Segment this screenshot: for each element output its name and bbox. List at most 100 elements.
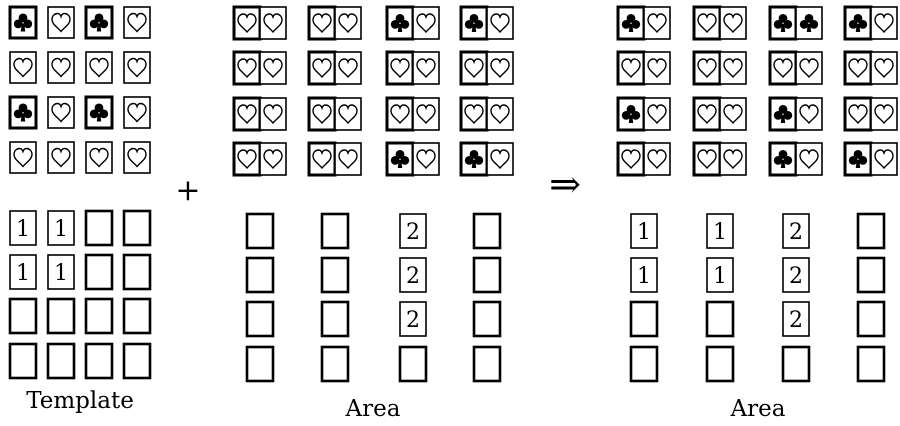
heart-card [795, 142, 823, 176]
club-card [84, 95, 114, 130]
heart-icon [723, 104, 743, 125]
heart-card [692, 141, 722, 177]
heart-card [307, 141, 337, 177]
heart-icon [874, 104, 894, 125]
heart-card [616, 141, 646, 177]
empty-card [856, 256, 886, 294]
heart-card [259, 6, 287, 40]
heart-icon [799, 149, 819, 170]
heart-card [719, 51, 747, 85]
heart-card [412, 51, 440, 85]
empty-card [629, 300, 659, 338]
heart-card [870, 6, 898, 40]
heart-icon [647, 149, 667, 170]
heart-card [385, 50, 415, 86]
heart-icon [416, 13, 436, 34]
club-card [8, 5, 38, 40]
empty-card [122, 209, 152, 247]
empty-card [245, 345, 275, 383]
heart-icon [723, 13, 743, 34]
club-card [843, 5, 873, 41]
heart-card [486, 6, 514, 40]
heart-card [768, 50, 798, 86]
heart-card [85, 51, 113, 84]
heart-card [232, 50, 262, 86]
empty-card [46, 342, 76, 380]
heart-icon [799, 58, 819, 79]
heart-icon [237, 13, 257, 34]
heart-card [719, 142, 747, 176]
empty-card [245, 300, 275, 338]
club-icon [89, 13, 109, 32]
heart-icon [697, 58, 717, 79]
heart-card [692, 96, 722, 132]
heart-icon [263, 149, 283, 170]
implies-arrow: ⇒ [549, 162, 581, 206]
heart-card [843, 96, 873, 132]
heart-card [692, 50, 722, 86]
heart-card [47, 96, 75, 129]
empty-card [856, 300, 886, 338]
empty-card [320, 212, 350, 250]
number-card: 1 [47, 210, 75, 246]
heart-card [795, 97, 823, 131]
heart-icon [490, 149, 510, 170]
empty-card [122, 342, 152, 380]
club-card [768, 141, 798, 177]
heart-card [643, 6, 671, 40]
heart-card [870, 51, 898, 85]
heart-card [616, 50, 646, 86]
card-number: 2 [406, 264, 420, 289]
club-icon [848, 14, 868, 32]
heart-icon [338, 13, 358, 34]
heart-card [486, 142, 514, 176]
heart-card [643, 97, 671, 131]
heart-icon [874, 58, 894, 79]
heart-icon [697, 13, 717, 34]
heart-icon [773, 58, 793, 79]
heart-card [307, 5, 337, 41]
card-number: 2 [789, 264, 803, 289]
club-card [768, 5, 798, 41]
empty-card [629, 345, 659, 383]
heart-icon [263, 13, 283, 34]
heart-card [795, 51, 823, 85]
heart-card [123, 96, 151, 129]
club-card [385, 5, 415, 41]
number-card: 2 [399, 257, 427, 293]
heart-icon [647, 58, 667, 79]
number-card: 2 [782, 301, 810, 337]
club-icon [773, 105, 793, 123]
empty-card [84, 209, 114, 247]
heart-icon [338, 149, 358, 170]
heart-card [843, 50, 873, 86]
club-card [459, 5, 489, 41]
heart-card [459, 50, 489, 86]
empty-card [781, 345, 811, 383]
heart-icon [848, 58, 868, 79]
card-number: 2 [789, 220, 803, 245]
number-card: 2 [399, 301, 427, 337]
club-icon [464, 14, 484, 32]
card-number: 1 [637, 220, 651, 245]
number-card: 1 [630, 257, 658, 293]
empty-card [472, 256, 502, 294]
heart-card [9, 51, 37, 84]
heart-icon [874, 13, 894, 34]
empty-card [705, 300, 735, 338]
input-area-caption: Area [345, 396, 401, 421]
heart-icon [237, 58, 257, 79]
club-card [768, 96, 798, 132]
number-card: 1 [9, 210, 37, 246]
heart-icon [89, 57, 109, 78]
heart-icon [416, 104, 436, 125]
heart-card [385, 96, 415, 132]
heart-icon [647, 104, 667, 125]
club-icon [390, 150, 410, 168]
club-icon [464, 150, 484, 168]
heart-icon [312, 104, 332, 125]
empty-card [84, 297, 114, 335]
card-number: 1 [713, 220, 727, 245]
